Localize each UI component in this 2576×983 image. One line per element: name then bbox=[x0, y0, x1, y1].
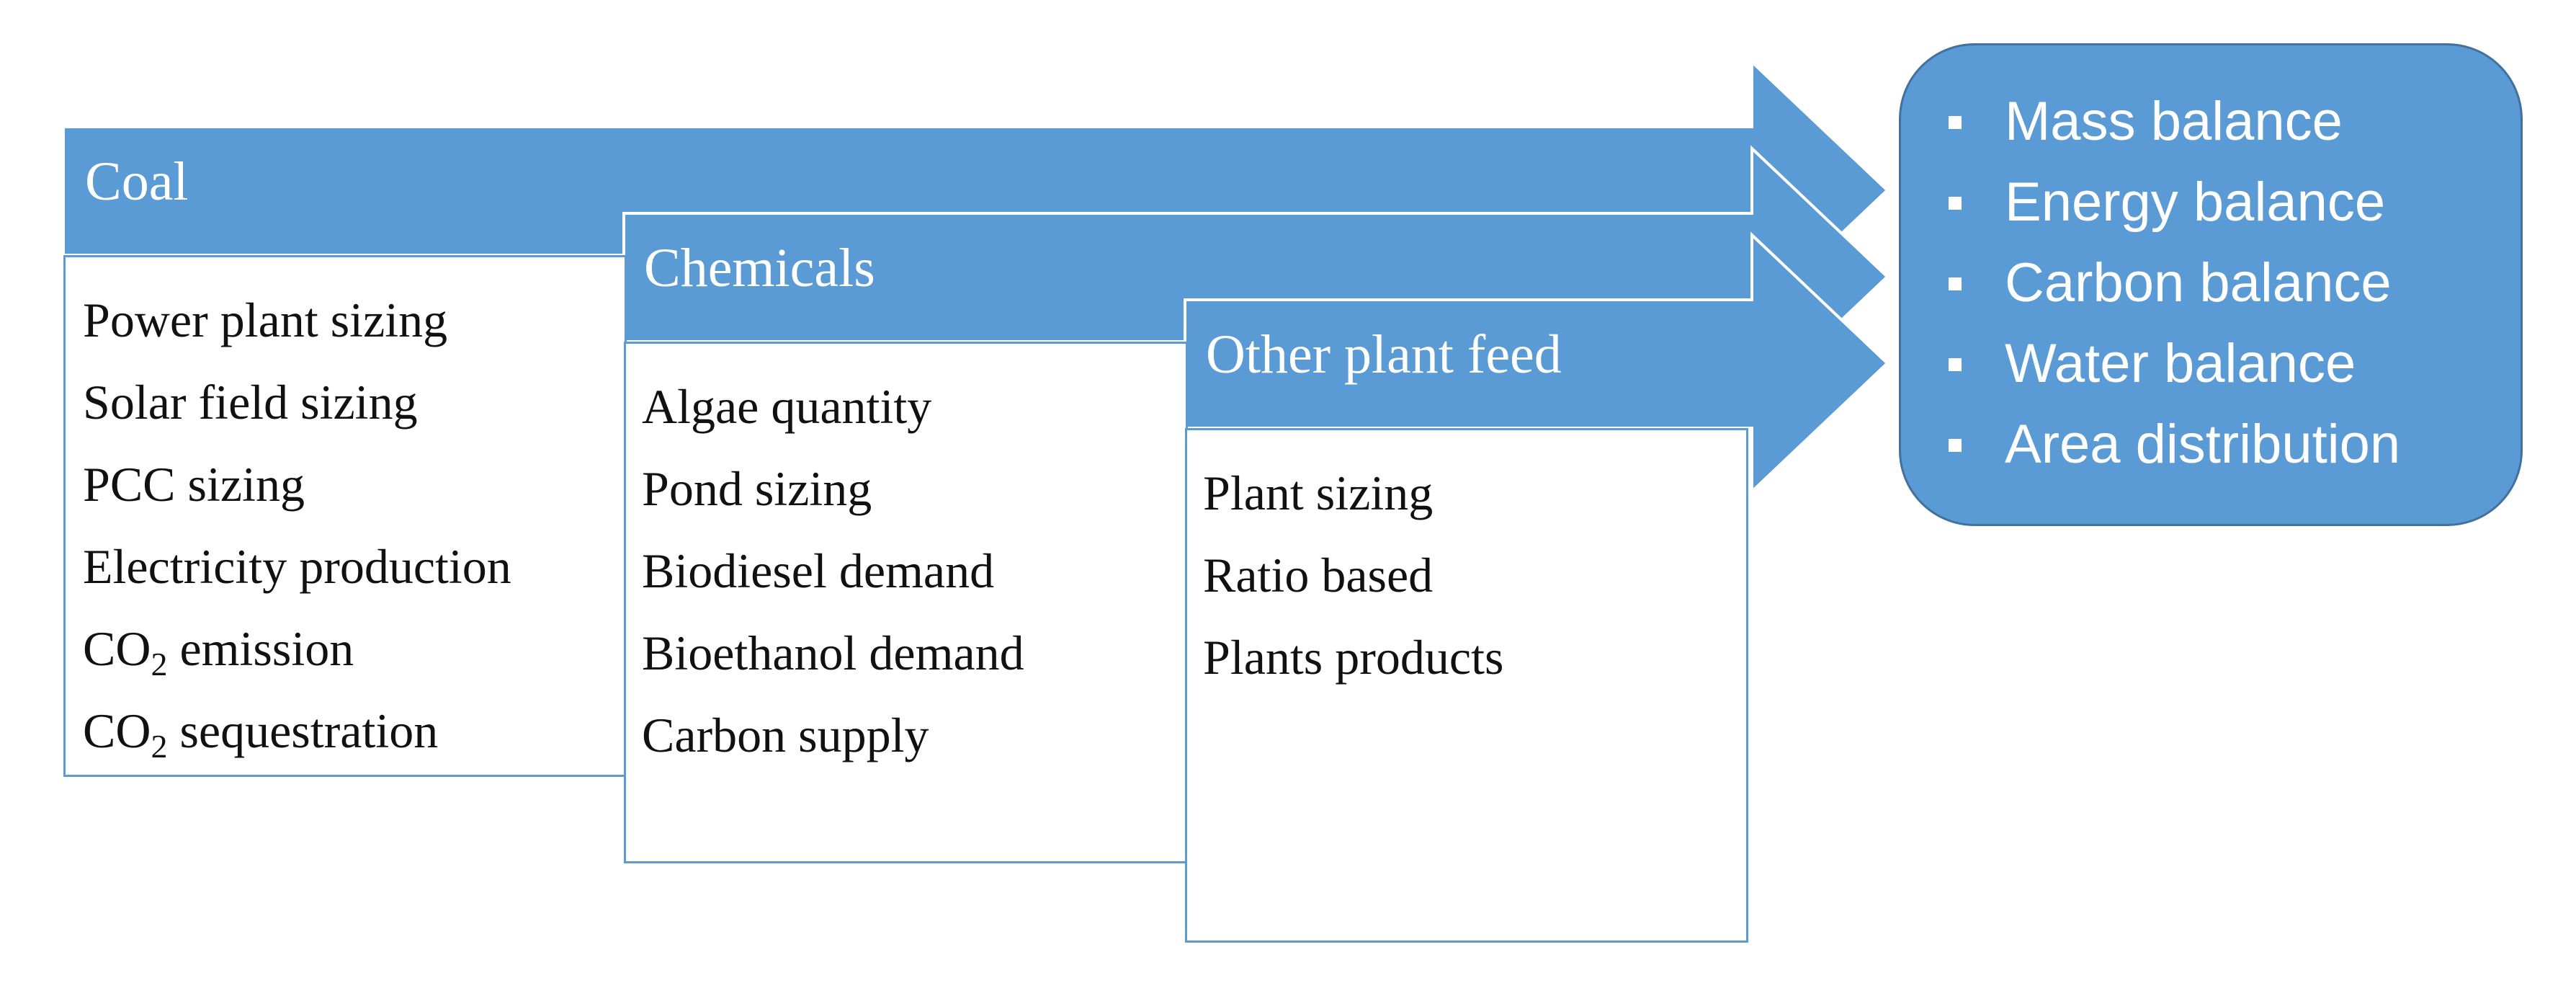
list-item: Mass balance bbox=[1944, 81, 2400, 162]
list-item: Pond sizing bbox=[642, 461, 872, 516]
list-item: Electricity production bbox=[83, 539, 511, 594]
list-item: Water balance bbox=[1944, 324, 2400, 404]
results-box: Mass balance Energy balance Carbon balan… bbox=[1899, 43, 2523, 526]
square-bullet-icon bbox=[1949, 116, 1962, 129]
list-item: Biodiesel demand bbox=[642, 543, 995, 598]
list-item: Energy balance bbox=[1944, 162, 2400, 243]
coal-items-list: Power plant sizing Solar field sizing PC… bbox=[83, 279, 511, 772]
other-plant-feed-items-list: Plant sizing Ratio based Plants products bbox=[1203, 452, 1503, 698]
stage-chemicals-label: Chemicals bbox=[644, 238, 875, 298]
list-item: Bioethanol demand bbox=[642, 626, 1024, 680]
list-item: Solar field sizing bbox=[83, 375, 418, 430]
other-plant-feed-items-box: Plant sizing Ratio based Plants products bbox=[1185, 428, 1748, 943]
list-item: Power plant sizing bbox=[83, 293, 448, 347]
list-item: CO2 emission bbox=[83, 621, 354, 682]
stage-coal-label: Coal bbox=[85, 151, 189, 212]
chemicals-items-list: Algae quantity Pond sizing Biodiesel dem… bbox=[642, 365, 1024, 776]
results-list: Mass balance Energy balance Carbon balan… bbox=[1944, 81, 2400, 485]
coal-items-box: Power plant sizing Solar field sizing PC… bbox=[63, 255, 627, 777]
square-bullet-icon bbox=[1949, 277, 1962, 290]
stage-other-plant-feed-label: Other plant feed bbox=[1206, 324, 1562, 385]
list-item: CO2 sequestration bbox=[83, 703, 439, 765]
list-item: Plants products bbox=[1203, 630, 1504, 685]
list-item: Algae quantity bbox=[642, 379, 932, 434]
list-item: PCC sizing bbox=[83, 457, 305, 512]
list-item: Area distribution bbox=[1944, 404, 2400, 485]
square-bullet-icon bbox=[1949, 197, 1962, 210]
list-item: Ratio based bbox=[1203, 548, 1434, 602]
square-bullet-icon bbox=[1949, 358, 1962, 371]
list-item: Carbon supply bbox=[642, 708, 929, 762]
list-item: Carbon balance bbox=[1944, 243, 2400, 324]
list-item: Plant sizing bbox=[1203, 466, 1434, 520]
square-bullet-icon bbox=[1949, 439, 1962, 452]
chemicals-items-box: Algae quantity Pond sizing Biodiesel dem… bbox=[624, 342, 1188, 863]
